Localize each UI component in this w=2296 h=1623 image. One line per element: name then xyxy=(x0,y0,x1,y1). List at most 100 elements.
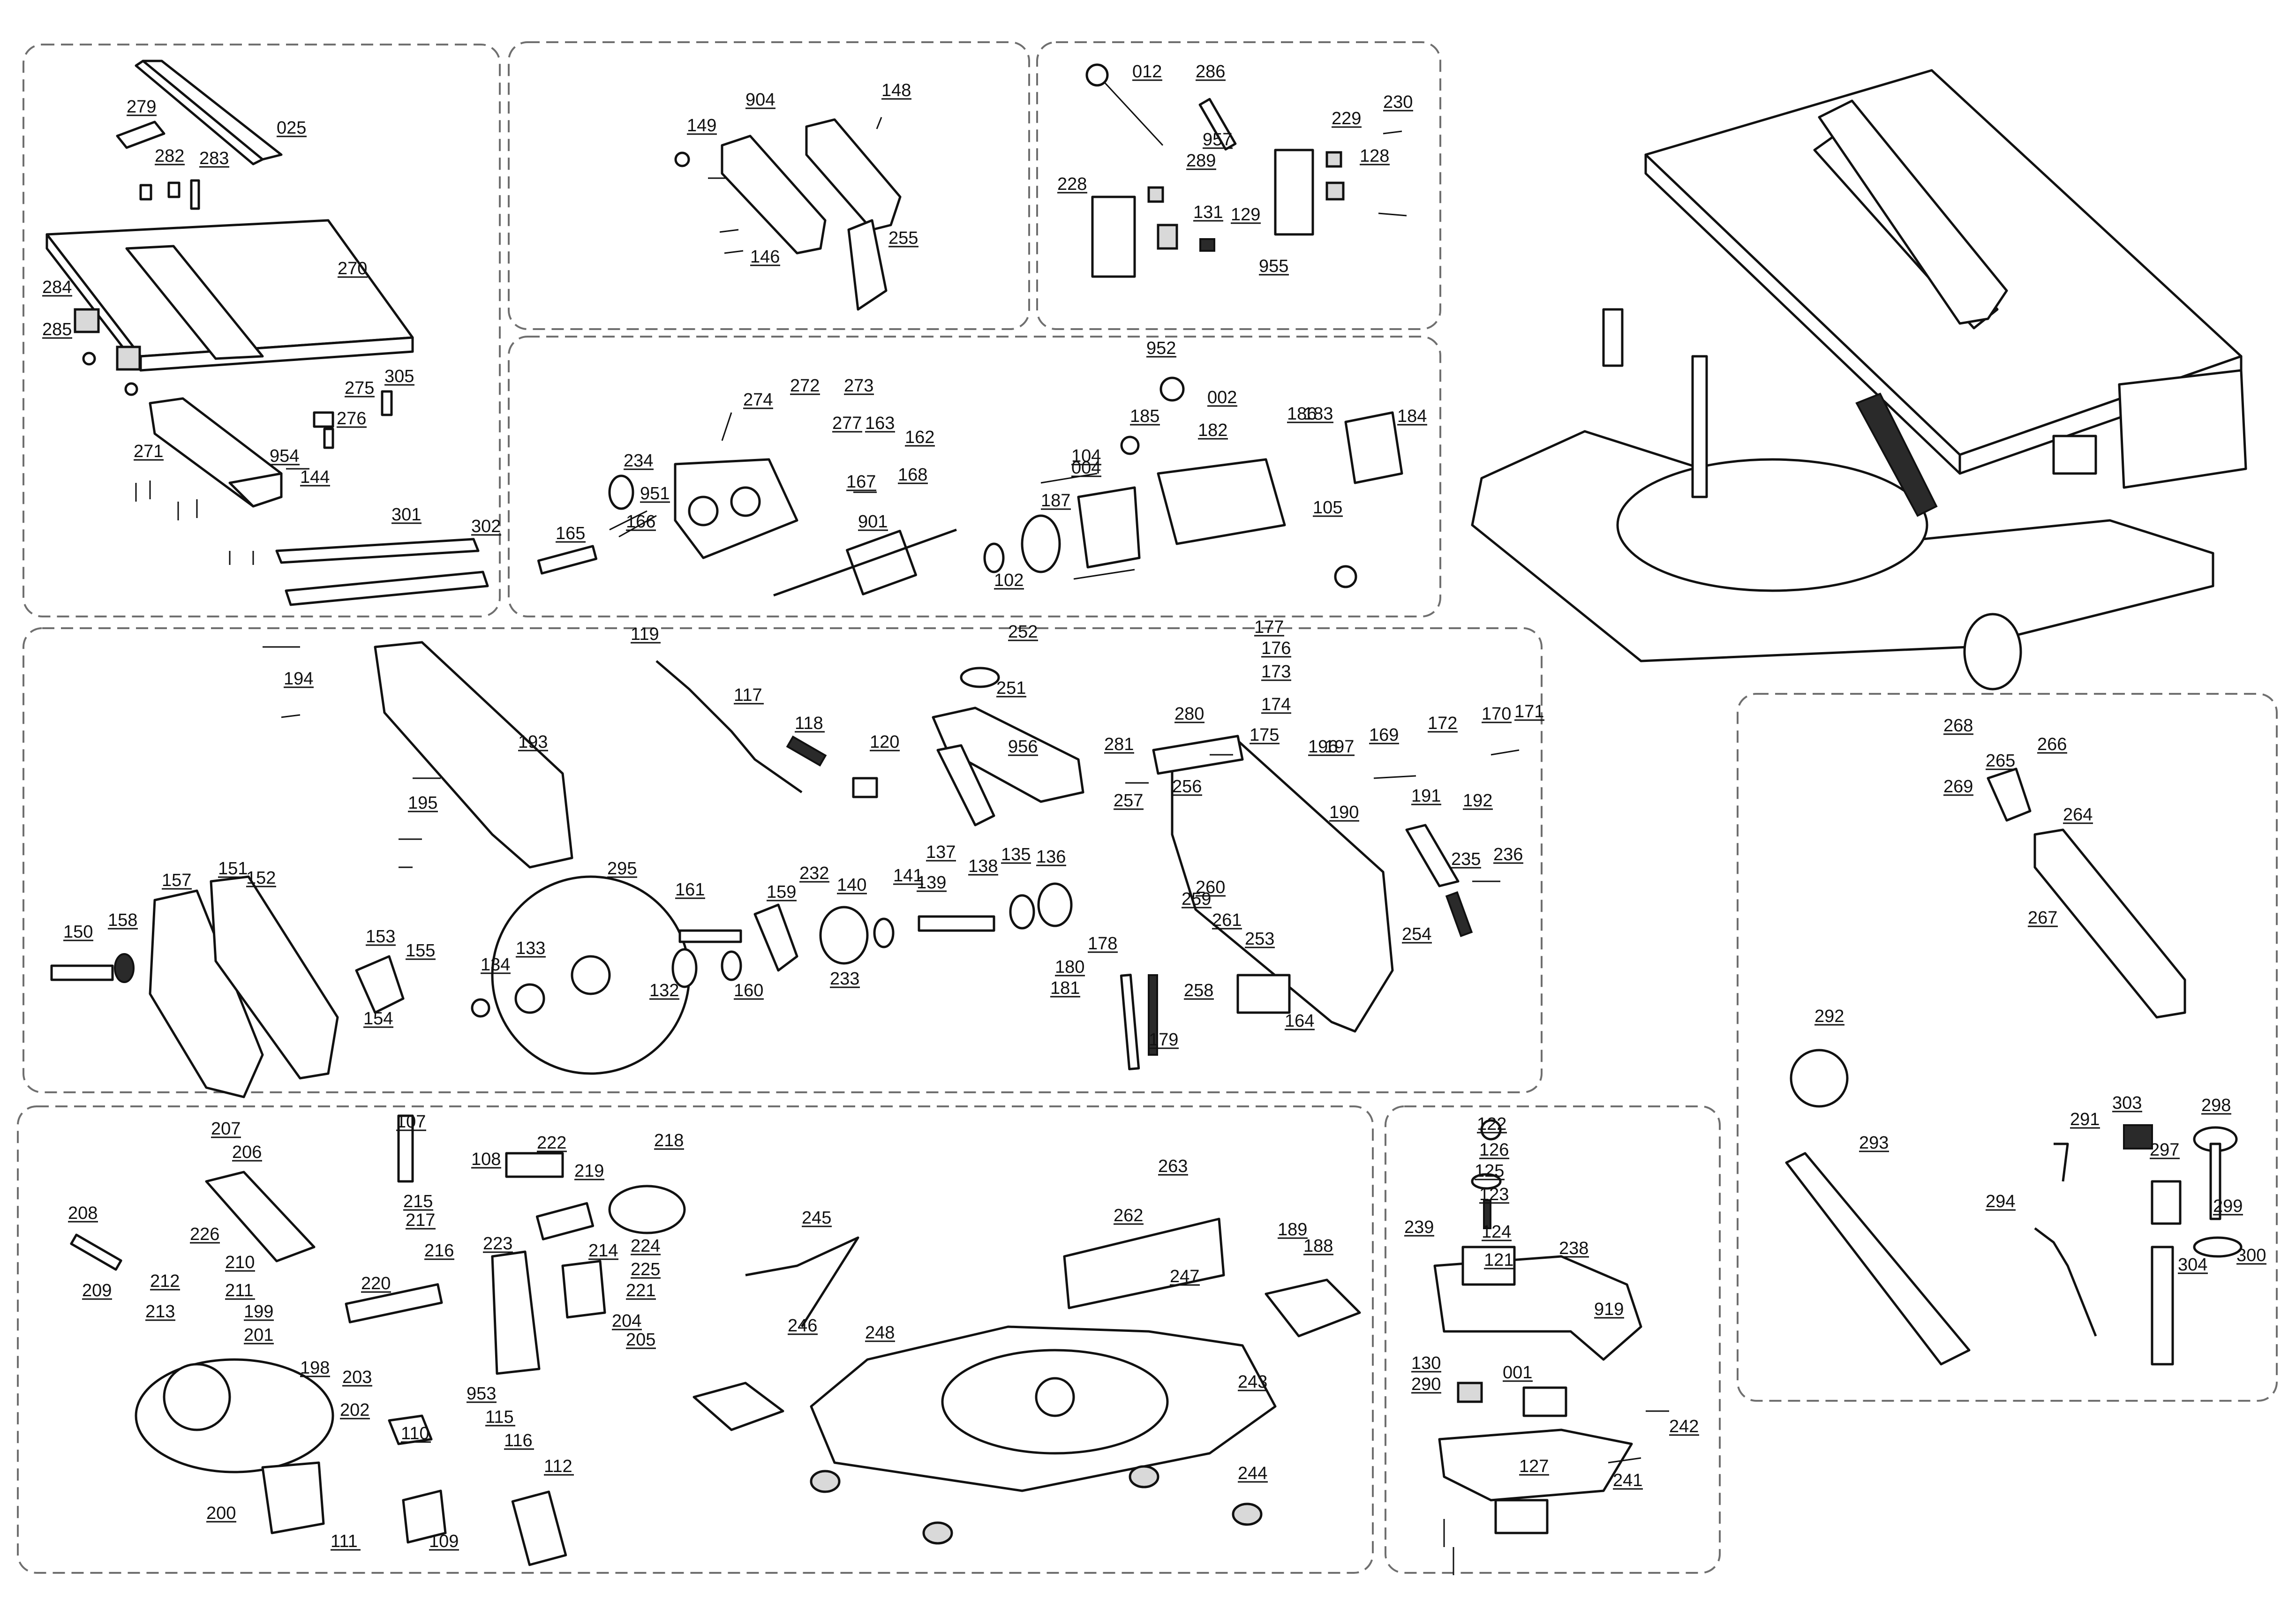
panel-base xyxy=(17,1105,1374,1574)
part-label-254: 254 xyxy=(1402,924,1431,944)
shaft-shape xyxy=(345,1283,443,1323)
part-label-265: 265 xyxy=(1986,751,2015,771)
part-label-130: 130 xyxy=(1411,1353,1441,1373)
pin-shape xyxy=(537,545,598,575)
part-label-217: 217 xyxy=(406,1210,435,1230)
part-label-183: 183 xyxy=(1303,404,1333,424)
shaft-shape xyxy=(918,915,995,932)
spring-shape xyxy=(1483,1199,1491,1229)
part-label-235: 235 xyxy=(1451,849,1481,869)
strip-shape xyxy=(275,538,480,564)
part-label-187: 187 xyxy=(1041,491,1070,511)
machine-knob-shape xyxy=(1963,613,2022,691)
part-label-294: 294 xyxy=(1986,1192,2015,1211)
part-label-124: 124 xyxy=(1482,1222,1511,1242)
part-label-196: 196 xyxy=(1308,737,1338,757)
wrench-shape xyxy=(2034,1227,2097,1337)
part-label-102: 102 xyxy=(994,571,1024,590)
bearing-shape xyxy=(671,948,698,988)
part-label-269: 269 xyxy=(1943,777,1973,796)
part-label-127: 127 xyxy=(1519,1457,1549,1476)
part-label-132: 132 xyxy=(649,981,679,1000)
switch-part-shape xyxy=(1147,186,1164,203)
part-label-261: 261 xyxy=(1212,910,1242,930)
base-shape xyxy=(163,1363,231,1431)
pad-shape xyxy=(693,1382,784,1431)
rotor-shape xyxy=(846,529,917,596)
clamp-shape xyxy=(74,308,100,333)
table-slot-shape xyxy=(125,245,264,360)
bearing-shape xyxy=(1021,514,1061,573)
handle-switch-assembly xyxy=(1433,1119,1669,1575)
part-label-212: 212 xyxy=(150,1271,180,1291)
part-label-150: 150 xyxy=(63,922,93,942)
block-shape xyxy=(1236,974,1291,1014)
part-label-257: 257 xyxy=(1114,791,1143,811)
part-label-234: 234 xyxy=(624,451,653,471)
part-label-304: 304 xyxy=(2178,1255,2207,1275)
part-label-280: 280 xyxy=(1174,704,1204,724)
part-label-286: 286 xyxy=(1196,62,1225,82)
cap-shape xyxy=(2151,1180,2182,1225)
part-label-111: 111 xyxy=(331,1532,358,1551)
part-label-248: 248 xyxy=(865,1323,895,1343)
shaft-shape xyxy=(773,528,957,597)
part-label-270: 270 xyxy=(338,259,367,278)
bearing-shape xyxy=(1009,894,1035,930)
spring-shape xyxy=(608,1185,686,1234)
nut-shape xyxy=(471,998,490,1018)
part-label-213: 213 xyxy=(145,1302,175,1322)
part-label-206: 206 xyxy=(232,1142,262,1162)
part-label-299: 299 xyxy=(2213,1196,2243,1216)
part-label-293: 293 xyxy=(1859,1133,1889,1153)
part-label-105: 105 xyxy=(1313,498,1342,518)
part-label-151: 151 xyxy=(218,859,248,879)
handle-shell-shape xyxy=(805,118,902,231)
part-label-152: 152 xyxy=(246,868,276,888)
part-label-178: 178 xyxy=(1088,934,1117,954)
part-label-214: 214 xyxy=(588,1241,618,1261)
switch-assembly xyxy=(1085,63,1407,278)
hub-shape xyxy=(1035,1377,1075,1417)
part-label-277: 277 xyxy=(832,413,862,433)
part-label-116: 116 xyxy=(504,1431,533,1450)
foot-shape xyxy=(1232,1503,1263,1526)
gear-shape xyxy=(819,906,869,965)
part-label-956: 956 xyxy=(1008,737,1038,757)
part-label-139: 139 xyxy=(917,873,946,893)
switch-part-shape xyxy=(1457,1382,1483,1403)
part-label-180: 180 xyxy=(1055,957,1084,977)
lever-shape xyxy=(655,660,803,794)
tube-shape xyxy=(535,1202,595,1240)
machine-belt-shape xyxy=(1855,392,1938,517)
part-label-122: 122 xyxy=(1477,1114,1506,1134)
part-label-154: 154 xyxy=(363,1009,393,1029)
part-label-120: 120 xyxy=(870,732,899,752)
part-label-192: 192 xyxy=(1463,791,1492,811)
bearing-shape xyxy=(983,542,1005,573)
part-label-953: 953 xyxy=(467,1384,496,1404)
switch-shape xyxy=(1274,149,1314,236)
rail-shape xyxy=(142,60,283,161)
part-label-302: 302 xyxy=(471,517,501,536)
part-label-195: 195 xyxy=(408,793,437,813)
guard-shape xyxy=(149,889,264,1098)
part-label-210: 210 xyxy=(225,1253,255,1272)
part-label-220: 220 xyxy=(361,1274,391,1293)
part-label-182: 182 xyxy=(1198,421,1227,440)
part-label-238: 238 xyxy=(1559,1239,1588,1258)
machine-post-shape xyxy=(1602,308,1624,367)
part-label-252: 252 xyxy=(1008,622,1038,642)
part-label-215: 215 xyxy=(403,1192,433,1211)
part-label-266: 266 xyxy=(2037,735,2067,754)
nut-shape xyxy=(82,352,96,366)
part-label-301: 301 xyxy=(391,505,421,525)
part-label-289: 289 xyxy=(1186,151,1216,171)
part-label-291: 291 xyxy=(2070,1110,2100,1129)
part-label-163: 163 xyxy=(865,413,895,433)
part-label-253: 253 xyxy=(1245,929,1274,949)
part-label-230: 230 xyxy=(1383,92,1413,112)
part-label-025: 025 xyxy=(277,118,306,138)
ring-shape xyxy=(960,667,1000,688)
nut-shape xyxy=(124,382,138,396)
